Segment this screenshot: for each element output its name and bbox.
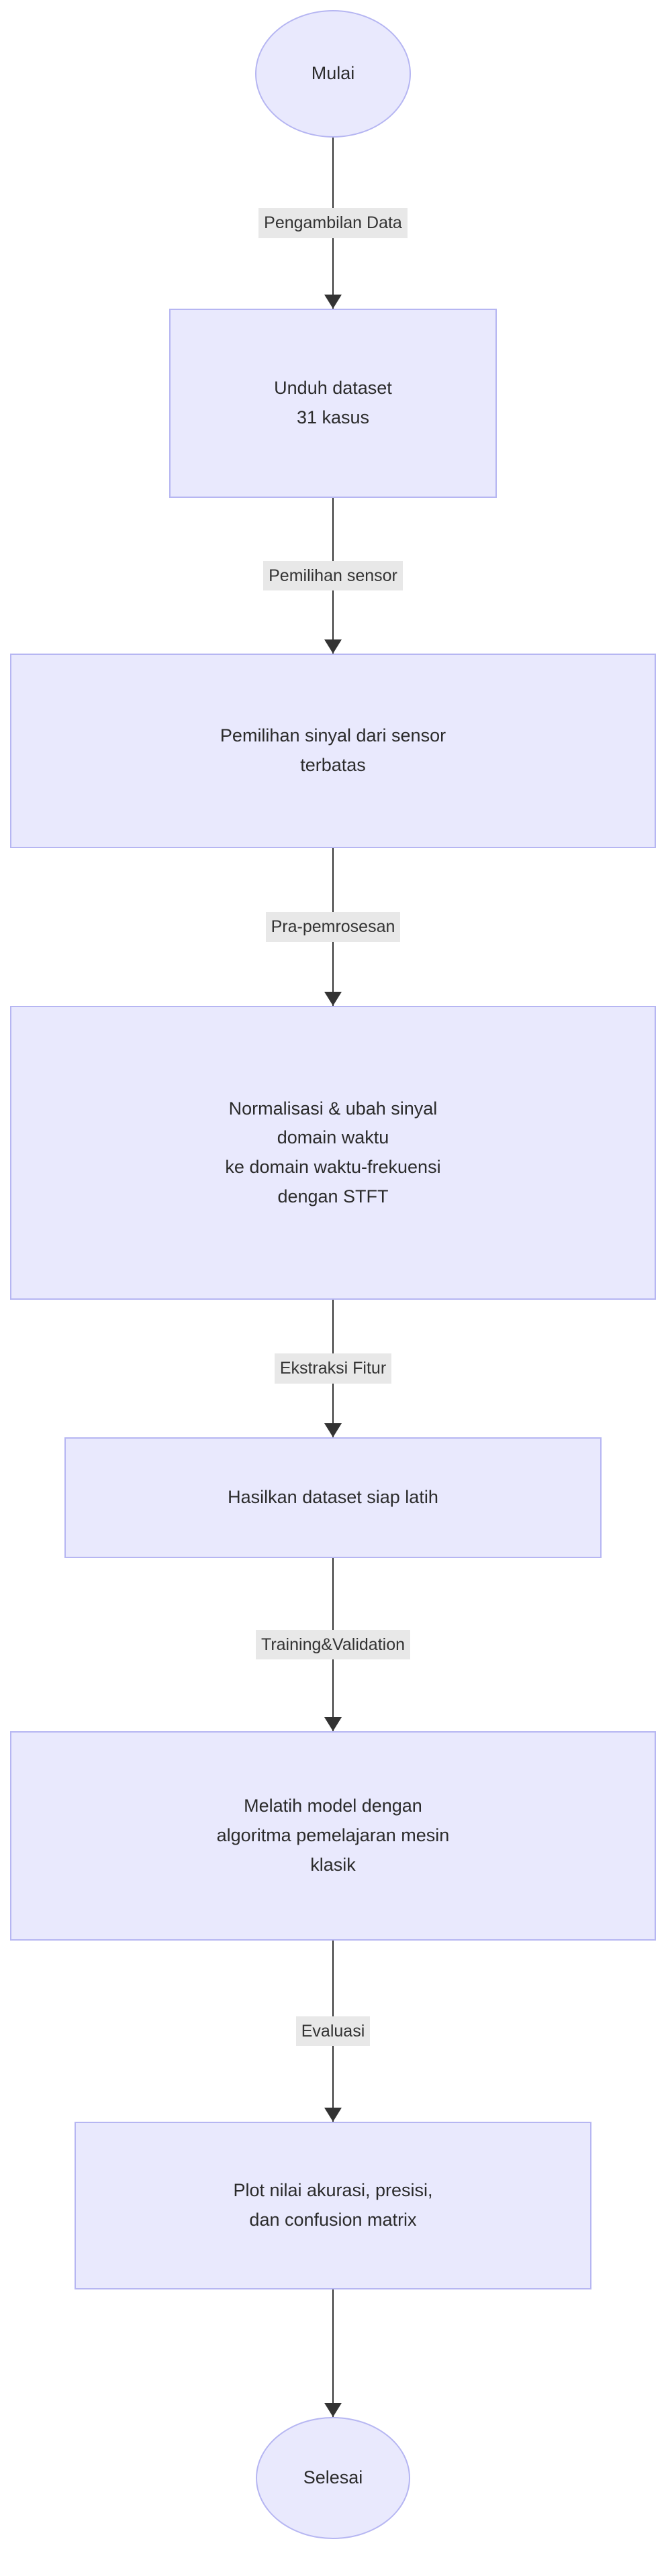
- edge-unduh-to-pemilihan: Pemilihan sensor: [263, 498, 403, 654]
- node-hasilkan-dataset-label: Hasilkan dataset siap latih: [228, 1487, 438, 1508]
- node-pemilihan-sinyal-label: Pemilihan sinyal dari sensor terbatas: [220, 725, 446, 775]
- edge-pemilihan-to-normalisasi: Pra-pemrosesan: [265, 848, 401, 1006]
- arrowhead-icon: [324, 295, 342, 309]
- node-normalisasi-stft-label: Normalisasi & ubah sinyal domain waktu k…: [225, 1098, 441, 1206]
- node-start-label: Mulai: [311, 63, 355, 84]
- arrowhead-icon: [324, 1717, 342, 1731]
- node-melatih-model-label: Melatih model dengan algoritma pemelajar…: [216, 1796, 450, 1875]
- arrowhead-icon: [324, 992, 342, 1006]
- node-pemilihan-sinyal[interactable]: Pemilihan sinyal dari sensor terbatas: [10, 654, 656, 848]
- node-end-label: Selesai: [303, 2467, 363, 2488]
- edge-label-evaluasi: Evaluasi: [295, 2016, 371, 2047]
- arrowhead-icon: [324, 639, 342, 654]
- arrowhead-icon: [324, 2108, 342, 2122]
- node-plot-metrik-label: Plot nilai akurasi, presisi, dan confusi…: [233, 2180, 433, 2230]
- node-normalisasi-stft[interactable]: Normalisasi & ubah sinyal domain waktu k…: [10, 1006, 656, 1300]
- edge-label-training-validation: Training&Validation: [255, 1629, 410, 1660]
- node-end[interactable]: Selesai: [256, 2417, 410, 2539]
- node-plot-metrik[interactable]: Plot nilai akurasi, presisi, dan confusi…: [75, 2122, 591, 2289]
- edge-label-pengambilan-data: Pengambilan Data: [258, 208, 408, 238]
- node-unduh-dataset[interactable]: Unduh dataset 31 kasus: [169, 309, 497, 498]
- edge-normalisasi-to-hasilkan: Ekstraksi Fitur: [274, 1300, 392, 1437]
- edge-label-pemilihan-sensor: Pemilihan sensor: [263, 560, 403, 591]
- edge-start-to-unduh: Pengambilan Data: [258, 138, 408, 309]
- arrowhead-icon: [324, 2403, 342, 2417]
- node-start[interactable]: Mulai: [255, 10, 411, 138]
- edge-melatih-to-plot: Evaluasi: [295, 1941, 371, 2122]
- edge-label-ekstraksi-fitur: Ekstraksi Fitur: [274, 1353, 392, 1384]
- node-hasilkan-dataset[interactable]: Hasilkan dataset siap latih: [64, 1437, 602, 1558]
- edge-hasilkan-to-melatih: Training&Validation: [255, 1558, 410, 1731]
- edge-line: [332, 2289, 334, 2417]
- node-melatih-model[interactable]: Melatih model dengan algoritma pemelajar…: [10, 1731, 656, 1941]
- edge-label-pra-pemrosesan: Pra-pemrosesan: [265, 912, 401, 942]
- node-unduh-dataset-label: Unduh dataset 31 kasus: [274, 378, 392, 427]
- arrowhead-icon: [324, 1423, 342, 1437]
